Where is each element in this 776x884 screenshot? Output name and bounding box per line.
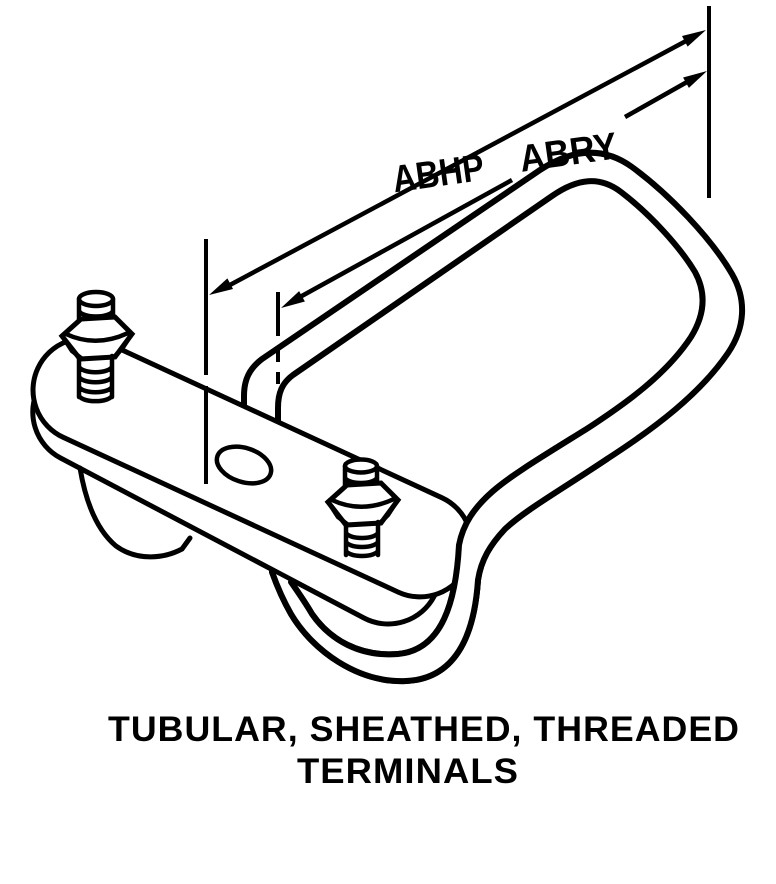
terminal-stud-right <box>324 457 402 559</box>
caption: TUBULAR, SHEATHED, THREADED TERMINALS <box>108 710 740 791</box>
tube-outer-wall-front <box>269 456 610 685</box>
caption-line-1: TUBULAR, SHEATHED, THREADED <box>108 710 740 749</box>
dimension-line-abhp <box>226 39 688 288</box>
mounting-bracket <box>30 335 475 627</box>
plate-hole <box>214 444 274 486</box>
stud-lower-threads <box>343 519 381 559</box>
dimension-line-abry <box>298 80 689 299</box>
terminal-stud-left <box>58 289 136 404</box>
tube-front-section <box>269 427 610 685</box>
arrowhead-abhp-right <box>682 30 706 47</box>
hex-nut-facets <box>326 496 400 527</box>
dimension-lines <box>209 30 707 308</box>
arrowhead-abhp-left <box>209 278 233 295</box>
stud-upper-threads <box>342 463 380 495</box>
arrowhead-abry-right <box>683 71 707 88</box>
stud-cap <box>76 289 116 309</box>
dimension-abhp <box>209 30 706 295</box>
tube-inner-wall-front <box>288 427 588 658</box>
stud-cap <box>342 457 380 475</box>
mounting-foot <box>77 465 193 560</box>
caption-line-2: TERMINALS <box>297 752 519 791</box>
stud-lower-threads <box>76 353 115 404</box>
tube-body-fill <box>272 430 607 682</box>
hex-nut-facets <box>60 330 134 361</box>
dimension-abry <box>281 71 707 308</box>
arrowhead-abry-left <box>281 291 305 308</box>
extension-lines <box>204 6 711 484</box>
